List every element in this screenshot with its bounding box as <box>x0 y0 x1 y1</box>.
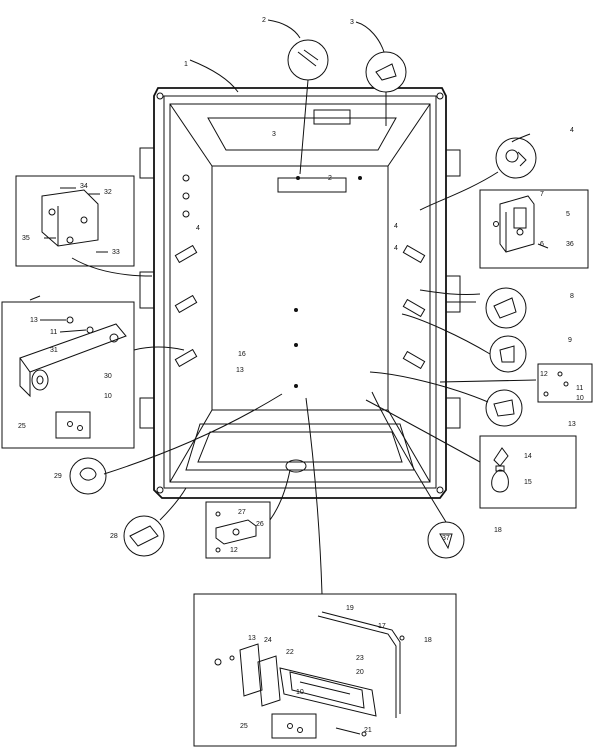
callout-4c: 4 <box>394 223 398 230</box>
inset-b-18: 18 <box>424 637 432 644</box>
callout-4d: 4 <box>394 245 398 252</box>
inset-lm-13: 13 <box>30 317 38 324</box>
inset-left-mid <box>1 301 135 449</box>
inset-right-top <box>479 189 589 269</box>
callouts-insets: 34 32 35 33 13 11 31 30 10 25 7 5 6 36 1… <box>18 183 584 734</box>
inset-bottom-mid <box>205 501 271 559</box>
inset-left-top <box>15 175 135 267</box>
inset-rt-7: 7 <box>540 191 544 198</box>
inset-b-22: 22 <box>286 649 294 656</box>
inset-b-20: 20 <box>356 669 364 676</box>
inset-lt-32: 32 <box>104 189 112 196</box>
inset-lt-33: 33 <box>112 249 120 256</box>
leader-lines <box>29 19 537 595</box>
inset-b-17: 17 <box>378 623 386 630</box>
inset-right-lower <box>479 435 577 509</box>
callout-29: 29 <box>54 473 62 480</box>
inset-b-21: 21 <box>364 727 372 734</box>
callout-9: 9 <box>568 337 572 344</box>
inset-bm-26: 26 <box>256 521 264 528</box>
inset-lm-30: 30 <box>104 373 112 380</box>
inset-rl-15: 15 <box>524 479 532 486</box>
inset-b-19: 19 <box>346 605 354 612</box>
callout-4b: 4 <box>196 225 200 232</box>
inset-rh-10: 10 <box>576 395 584 402</box>
cabinet-frame <box>139 87 461 499</box>
callout-13: 13 <box>568 421 576 428</box>
inset-b-10: 10 <box>296 689 304 696</box>
callout-3: 3 <box>350 19 354 26</box>
inset-lm-31: 31 <box>50 347 58 354</box>
inset-b-25: 25 <box>240 723 248 730</box>
callout-2: 2 <box>262 17 266 24</box>
callout-13b: 13 <box>236 367 244 374</box>
inset-b-24: 24 <box>264 637 272 644</box>
inset-rt-36: 36 <box>566 241 574 248</box>
inset-bm-12: 12 <box>230 547 238 554</box>
inset-lm-25: 25 <box>18 423 26 430</box>
inset-right-hardware <box>537 363 593 403</box>
detail-bubbles <box>69 39 537 559</box>
callout-2b: 2 <box>328 175 332 182</box>
inset-b-13: 13 <box>248 635 256 642</box>
inset-lt-35: 35 <box>22 235 30 242</box>
inset-rh-11: 11 <box>576 385 583 392</box>
callout-4: 4 <box>570 127 574 134</box>
inset-lm-11: 11 <box>50 329 57 336</box>
inset-lt-34: 34 <box>80 183 88 190</box>
callout-37: 37 <box>442 535 450 542</box>
inset-rt-5: 5 <box>566 211 570 218</box>
callout-28: 28 <box>110 533 118 540</box>
inset-rt-6: 6 <box>540 241 544 248</box>
inset-bottom <box>193 593 457 747</box>
inset-bm-27: 27 <box>238 509 246 516</box>
callout-1: 1 <box>184 61 188 68</box>
inset-rl-14: 14 <box>524 453 532 460</box>
callout-3b: 3 <box>272 131 276 138</box>
callouts-main: 1 2 3 3 2 4 4 4 4 8 9 13 18 29 28 16 13 … <box>54 17 576 542</box>
inset-b-23: 23 <box>356 655 364 662</box>
callout-8: 8 <box>570 293 574 300</box>
inset-lm-10: 10 <box>104 393 112 400</box>
inset-rh-12: 12 <box>540 371 548 378</box>
callout-16: 16 <box>238 351 246 358</box>
callout-18: 18 <box>494 527 502 534</box>
